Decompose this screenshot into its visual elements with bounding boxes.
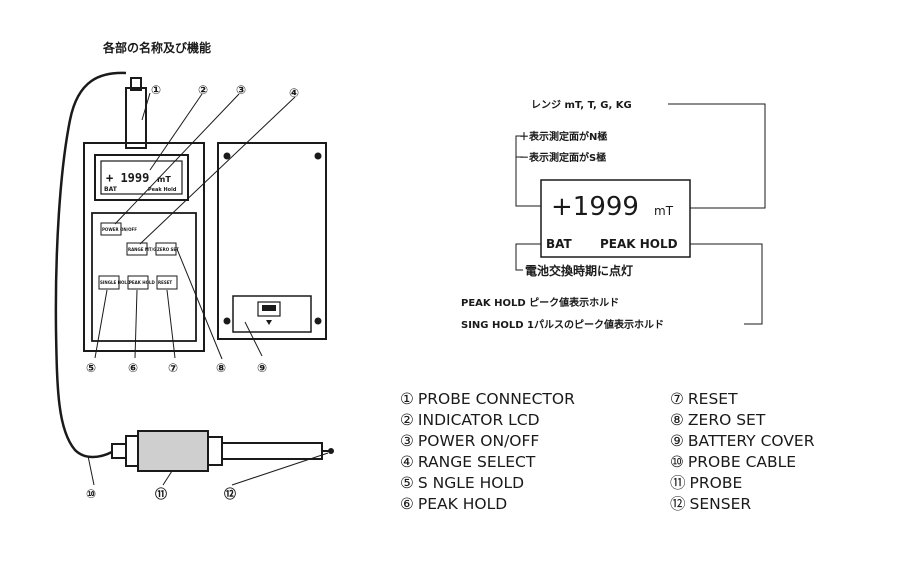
sensor-tip (328, 448, 334, 454)
device-lcd (100, 160, 183, 195)
zero-set-button (155, 242, 177, 256)
callout-9: ⑨ (257, 361, 267, 375)
peak-hold-button-label: PEAK HOLD (129, 280, 156, 285)
callout-8: ⑧ (216, 361, 226, 375)
device-illustration: + 1999 mT BAT Peak Hold POWER ON/OFF RAN… (54, 71, 334, 501)
callout-12: ⑫ (224, 486, 236, 501)
callout-1: ① (151, 83, 161, 97)
zero-set-button-label: ZERO SET (157, 247, 179, 252)
callout-5: ⑤ (86, 361, 96, 375)
diagram-title: 各部の名称及び機能 (102, 40, 211, 55)
reset-button-label: RESET (158, 280, 172, 285)
range-label: レンジ mT, T, G, KG (531, 99, 632, 111)
button-panel (91, 212, 197, 342)
lcd-detail-bat: BAT (546, 237, 573, 251)
single-hold-button-label: SINGLE HOLD (100, 280, 131, 285)
device-lcd-peak: Peak Hold (148, 187, 177, 193)
device-lcd-unit: mT (157, 175, 171, 184)
device-lcd-frame (94, 154, 189, 201)
callout-10: ⑩ (86, 487, 96, 501)
device-lcd-value: + 1999 (106, 171, 149, 185)
range-button (126, 242, 148, 256)
reset-button (156, 275, 178, 290)
minus-polarity-label: －表示測定面がS極 (519, 151, 606, 164)
battery-cover (232, 295, 312, 333)
plus-polarity-label: ＋表示測定面がN極 (519, 130, 607, 143)
power-button (100, 222, 122, 236)
screw-icon (314, 317, 322, 325)
probe (111, 430, 334, 472)
sing-hold-note: SING HOLD 1パルスのピーク値表示ホルド (461, 318, 664, 331)
lcd-detail-frame (540, 179, 691, 258)
lcd-detail-peak: PEAK HOLD (600, 237, 678, 251)
callout-3: ③ (236, 83, 246, 97)
peak-hold-note: PEAK HOLD ピーク値表示ホルド (461, 296, 619, 309)
callout-11: ⑪ (155, 486, 167, 501)
device-lcd-bat: BAT (104, 186, 118, 193)
callout-6: ⑥ (128, 361, 138, 375)
leader-lines (87, 92, 329, 486)
callout-7: ⑦ (168, 361, 178, 375)
screw-icon (223, 152, 231, 160)
callout-2: ② (198, 83, 208, 97)
single-hold-button (98, 275, 120, 290)
battery-latch (257, 301, 281, 317)
callout-brackets (515, 103, 766, 325)
back-cover (217, 142, 327, 340)
probe-cable (54, 71, 127, 459)
arrow-down-icon (266, 320, 272, 325)
peak-hold-button (127, 275, 149, 290)
lcd-detail-unit: mT (654, 204, 674, 218)
lcd-detail-value: +1999 (551, 192, 639, 222)
screw-icon (223, 317, 231, 325)
meter-body (83, 142, 205, 352)
callout-4: ④ (289, 86, 299, 100)
probe-connector (125, 87, 147, 149)
screw-icon (314, 152, 322, 160)
range-button-label: RANGE MT/G (128, 247, 156, 252)
probe-connector-tip (130, 77, 142, 91)
lcd-detail: レンジ mT, T, G, KG ＋表示測定面がN極 －表示測定面がS極 +19… (461, 99, 766, 331)
bat-note: 電池交換時期に点灯 (525, 263, 633, 278)
battery-latch-grip (262, 305, 276, 311)
callout-numbers: ① ② ③ ④ ⑤ ⑥ ⑦ ⑧ ⑨ ⑩ ⑪ ⑫ (86, 83, 299, 501)
power-button-label: POWER ON/OFF (102, 227, 137, 232)
